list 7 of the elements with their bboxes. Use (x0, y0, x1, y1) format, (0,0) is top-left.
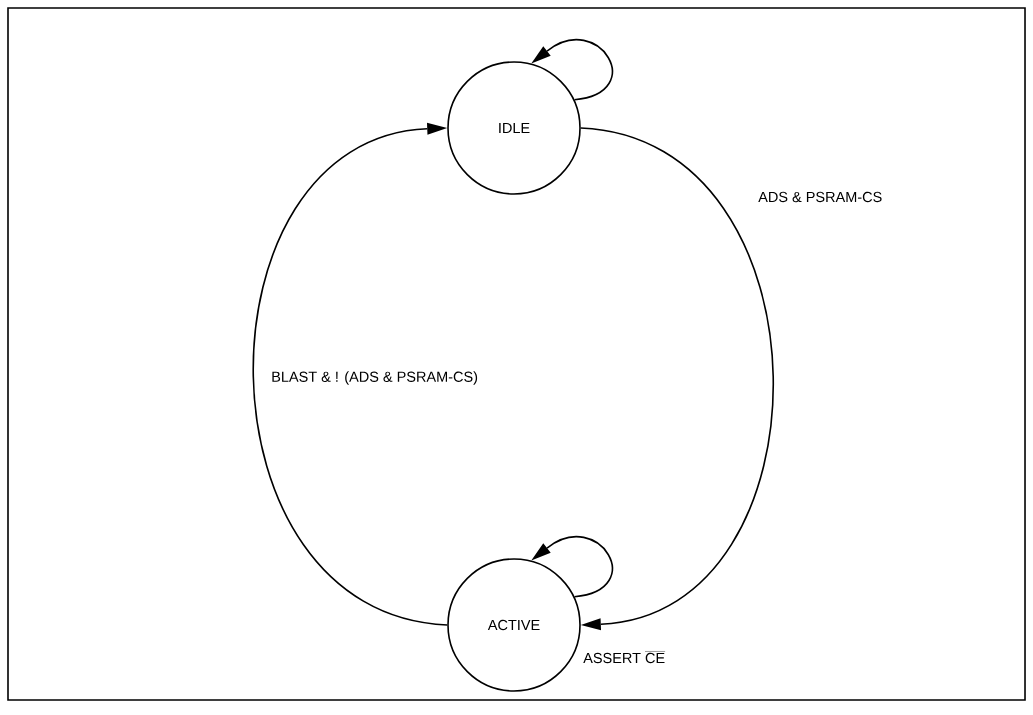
edge-label: BLAST & ! (ADS & PSRAM-CS) (270, 370, 479, 386)
transition-arrow (252, 122, 448, 626)
edge-label: ADS & PSRAM-CS (757, 190, 884, 204)
transition-arrow (531, 39, 613, 101)
transition-arrow (531, 536, 613, 598)
transition-arrow (580, 127, 774, 631)
output-label: ASSERT CE (583, 651, 666, 664)
